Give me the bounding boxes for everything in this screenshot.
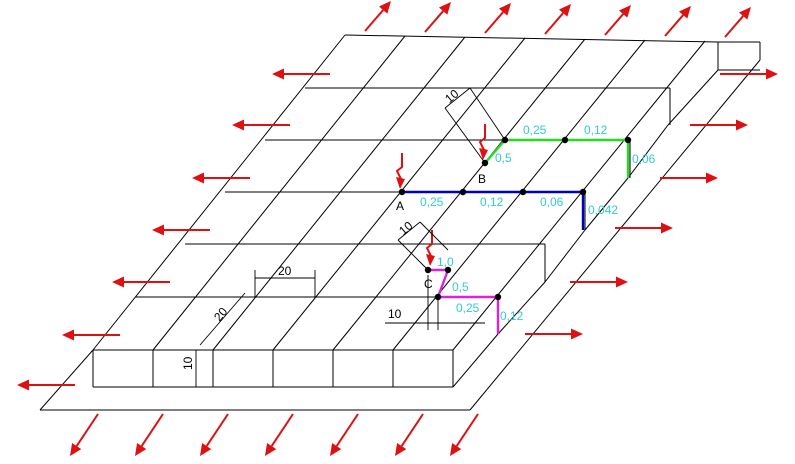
force-arrow-bottom xyxy=(70,413,99,456)
value-c-3: 0,25 xyxy=(456,301,480,315)
dim-grid-width: 20 xyxy=(278,264,292,278)
force-arrow-right xyxy=(690,119,748,131)
force-arrow-left xyxy=(152,224,210,236)
force-arrow-left xyxy=(112,276,170,288)
force-arrow-right xyxy=(615,222,673,234)
force-arrow-bottom xyxy=(200,413,229,456)
point-label-a: A xyxy=(396,199,404,213)
value-a-3: 0,06 xyxy=(540,195,564,209)
value-a-4: 0,042 xyxy=(588,203,618,217)
force-arrow-left xyxy=(192,172,250,184)
value-b-1: 0,25 xyxy=(523,123,547,137)
value-b-3: 0,5 xyxy=(495,151,512,165)
force-arrow-bottom xyxy=(135,413,164,456)
impact-force-b xyxy=(478,124,488,160)
dim-slab-thickness: 10 xyxy=(181,356,195,370)
slab-grid xyxy=(39,34,761,411)
force-arrow-right xyxy=(525,328,583,340)
dim-grid-depth: 20 xyxy=(211,304,231,323)
point-label-b: B xyxy=(478,172,486,186)
value-c-2: 0,5 xyxy=(452,280,469,294)
dim-offset-c: 10 xyxy=(388,307,402,321)
value-a-1: 0,25 xyxy=(420,195,444,209)
force-arrow-bottom xyxy=(265,413,294,456)
force-arrow-top xyxy=(424,2,451,33)
value-c-4: 0,12 xyxy=(500,309,524,323)
impact-force-c xyxy=(425,230,435,266)
force-arrow-bottom xyxy=(450,413,479,456)
nodes xyxy=(398,136,632,301)
force-arrow-top xyxy=(484,3,511,34)
value-c-1: 1,0 xyxy=(437,255,454,269)
dimension-lines xyxy=(188,87,506,388)
force-arrow-left xyxy=(62,329,120,341)
force-arrow-left xyxy=(232,119,290,131)
force-arrow-top xyxy=(364,1,391,32)
force-arrow-bottom xyxy=(330,413,359,456)
force-arrow-top xyxy=(544,4,571,35)
boundary-forces xyxy=(17,1,778,456)
dim-crack-c-width: 10 xyxy=(396,218,415,238)
impact-force-a xyxy=(395,153,405,189)
force-arrow-left xyxy=(17,379,75,391)
force-arrow-bottom xyxy=(395,413,424,456)
force-arrow-top xyxy=(724,7,751,38)
value-b-4: 0,06 xyxy=(632,152,656,166)
force-arrow-left xyxy=(272,68,330,80)
force-arrow-right xyxy=(720,68,778,80)
value-b-2: 0,12 xyxy=(584,123,608,137)
dim-crack-b-width: 10 xyxy=(442,86,461,106)
force-arrow-right xyxy=(660,172,718,184)
value-a-2: 0,12 xyxy=(480,195,504,209)
point-label-c: C xyxy=(424,277,433,291)
force-arrow-top xyxy=(664,6,691,37)
force-arrow-top xyxy=(604,5,631,36)
force-arrow-right xyxy=(570,276,628,288)
impact-forces xyxy=(395,124,488,266)
